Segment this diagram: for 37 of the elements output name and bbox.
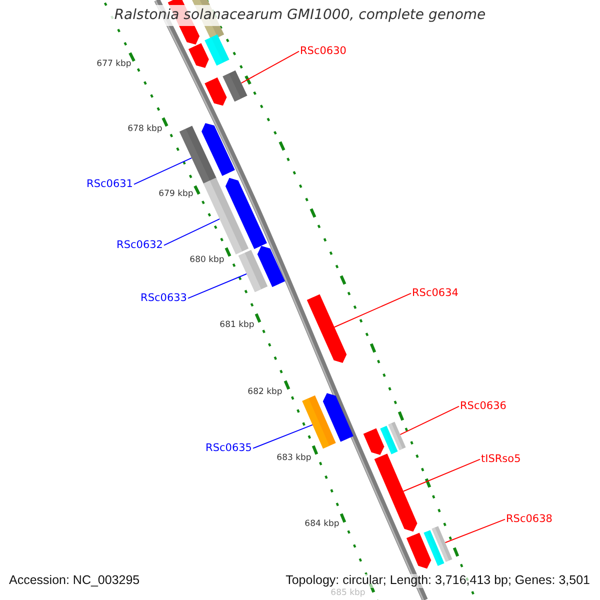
gene-label: RSc0631	[86, 178, 133, 191]
gene-label: RSc0633	[140, 292, 187, 305]
leader-line	[400, 406, 460, 436]
leader-line	[402, 458, 480, 492]
scale-label: 682 kbp	[248, 387, 282, 398]
gene-label: tISRso5	[481, 453, 521, 466]
gene-label: RSc0632	[116, 239, 163, 252]
leader-line	[444, 518, 506, 544]
leader-line	[188, 273, 248, 299]
gene-bar	[238, 250, 268, 292]
scale-label: 677 kbp	[96, 59, 132, 70]
gene-bar	[432, 526, 452, 562]
accession-label: Accession: NC_003295	[9, 574, 140, 588]
scale-label: 681 kbp	[220, 320, 254, 330]
leader-line	[134, 157, 192, 185]
gene-bar	[388, 422, 406, 450]
gene-bar	[179, 126, 217, 184]
gene-feature	[374, 454, 418, 532]
scale-label: 678 kbp	[128, 124, 162, 134]
gene-label: RSc0635	[206, 442, 252, 455]
leader-line	[240, 50, 300, 84]
leader-line	[252, 424, 314, 449]
gene-feature	[306, 294, 347, 363]
scale-label: 680 kbp	[190, 255, 224, 266]
scale-label: 679 kbp	[158, 189, 194, 200]
gene-label: RSc0636	[460, 400, 506, 413]
leader-line	[164, 218, 220, 246]
gene-label: RSc0638	[506, 513, 552, 526]
scale-label: 684 kbp	[304, 519, 340, 530]
leader-line	[334, 292, 412, 328]
gene-bar	[302, 395, 336, 449]
gene-label: RSc0630	[300, 45, 346, 58]
gene-bar	[222, 70, 248, 102]
gene-bar	[203, 178, 249, 254]
scale-label: 685 kbp	[330, 588, 366, 598]
scale-label: 683 kbp	[276, 453, 312, 464]
gene-label: RSc0634	[412, 287, 458, 300]
